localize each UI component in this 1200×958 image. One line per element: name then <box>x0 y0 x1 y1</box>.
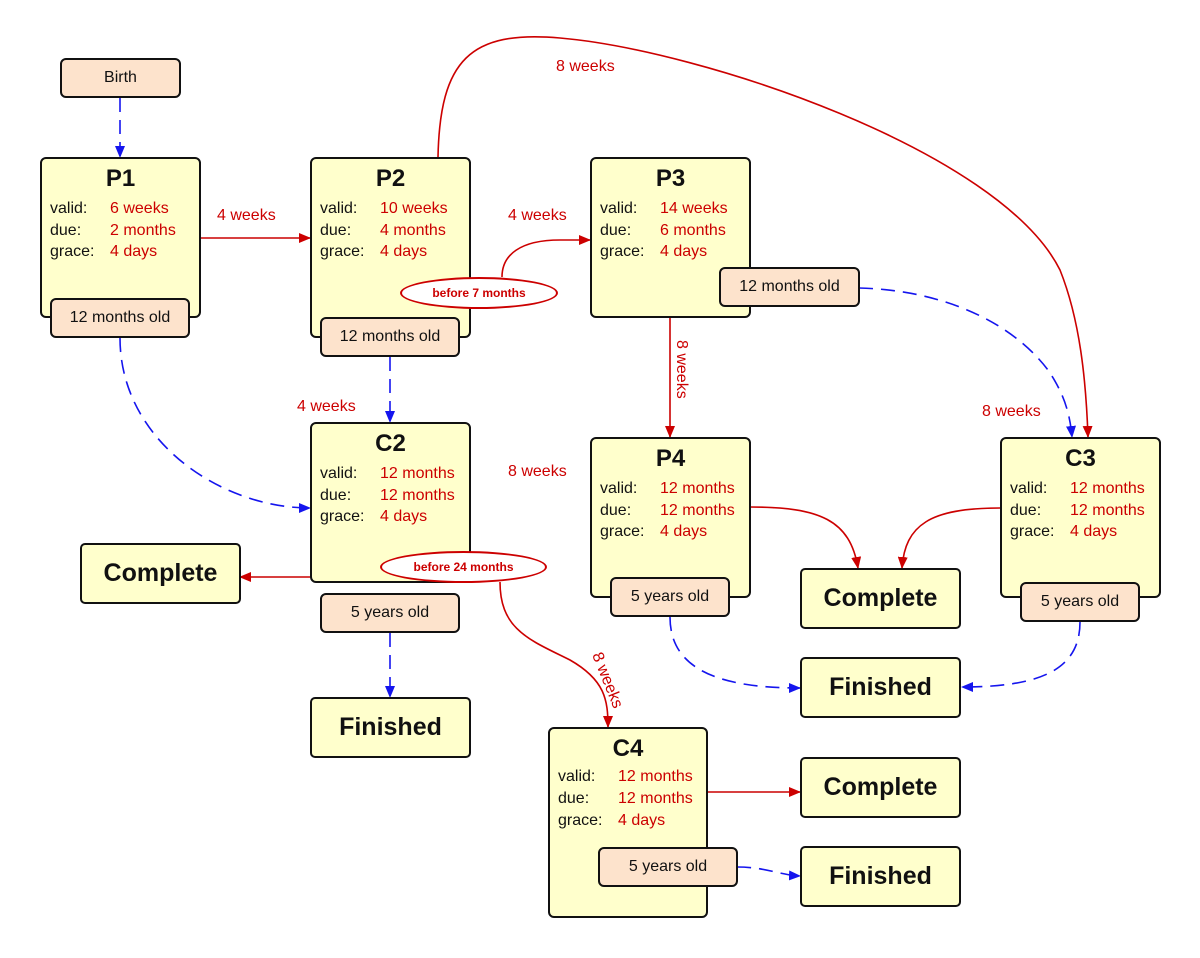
grace-value: 4 days <box>1070 523 1118 540</box>
grace-value: 4 days <box>380 508 428 525</box>
edge-c2-c4 <box>499 581 613 728</box>
grace-label: grace: <box>50 243 95 260</box>
edge-label-c2-p4: 8 weeks <box>508 463 567 480</box>
valid-value: 10 weeks <box>380 200 448 217</box>
valid-label: valid: <box>558 768 596 785</box>
c4-age-tag: 5 years old <box>598 847 738 887</box>
valid-value: 6 weeks <box>110 200 169 217</box>
complete-terminal-c4: Complete <box>800 757 961 818</box>
valid-value: 12 months <box>660 480 735 497</box>
edge-p4-complete <box>749 506 862 569</box>
edge-label-p3-c3: 8 weeks <box>982 403 1041 420</box>
edge-label-p2-c3: 8 weeks <box>556 58 615 75</box>
node-title: P1 <box>105 165 136 192</box>
p4-age-tag: 5 years old <box>610 577 730 617</box>
edge-p1-c2 <box>119 337 311 513</box>
grace-label: grace: <box>600 523 645 540</box>
node-title: C3 <box>1065 445 1096 472</box>
p2-condition: before 7 months <box>400 277 558 309</box>
node-title: P2 <box>375 165 406 192</box>
valid-label: valid: <box>50 200 88 217</box>
valid-value: 14 weeks <box>660 200 728 217</box>
due-label: due: <box>50 222 82 239</box>
finished-terminal-right: Finished <box>800 657 961 718</box>
grace-value: 4 days <box>380 243 428 260</box>
due-value: 12 months <box>380 487 455 504</box>
edge-c4-finished <box>736 866 801 881</box>
node-title: P3 <box>655 165 686 192</box>
c3-age-tag: 5 years old <box>1020 582 1140 622</box>
edge-p2-p3 <box>501 235 591 278</box>
grace-label: grace: <box>600 243 645 260</box>
due-value: 6 months <box>660 222 726 239</box>
edge-p2-c3 <box>437 36 1093 438</box>
due-value: 12 months <box>1070 502 1145 519</box>
grace-value: 4 days <box>110 243 158 260</box>
due-label: due: <box>600 502 632 519</box>
grace-label: grace: <box>1010 523 1055 540</box>
edge-label-p1-p2: 4 weeks <box>217 207 276 224</box>
node-title: P4 <box>655 445 686 472</box>
edge-p4-finished <box>669 616 801 693</box>
node-title: C4 <box>612 735 644 762</box>
due-value: 4 months <box>380 222 446 239</box>
edge-p3-c3 <box>858 287 1076 438</box>
due-value: 2 months <box>110 222 176 239</box>
edge-label-p2-p3: 4 weeks <box>508 207 567 224</box>
grace-value: 4 days <box>660 523 708 540</box>
grace-label: grace: <box>558 812 603 829</box>
birth-node: Birth <box>60 58 181 98</box>
grace-value: 4 days <box>660 243 708 260</box>
c2-age-tag: 5 years old <box>320 593 460 633</box>
node-c3: C3 valid: 12 months due: 12 months grace: 4… <box>1000 437 1161 598</box>
valid-label: valid: <box>320 465 358 482</box>
due-value: 12 months <box>660 502 735 519</box>
edge-label-p2-c2: 4 weeks <box>297 398 356 415</box>
grace-label: grace: <box>320 243 365 260</box>
due-label: due: <box>558 790 590 807</box>
valid-label: valid: <box>600 480 638 497</box>
c2-condition: before 24 months <box>380 551 547 583</box>
valid-label: valid: <box>320 200 358 217</box>
node-p1: P1 valid: 6 weeks due: 2 months grace: 4 da… <box>40 157 201 318</box>
complete-terminal-left: Complete <box>80 543 241 604</box>
edge-label-p3-p4: 8 weeks <box>673 340 690 399</box>
complete-terminal-right: Complete <box>800 568 961 629</box>
valid-label: valid: <box>600 200 638 217</box>
p2-age-tag: 12 months old <box>320 317 460 357</box>
edge-c3-complete <box>897 507 1001 569</box>
edge-c3-finished <box>961 621 1081 692</box>
valid-label: valid: <box>1010 480 1048 497</box>
due-label: due: <box>1010 502 1042 519</box>
node-title: C2 <box>375 430 406 457</box>
p1-age-tag: 12 months old <box>50 298 190 338</box>
finished-terminal-c2: Finished <box>310 697 471 758</box>
node-p2: P2 valid: 10 weeks due: 4 months grace: 4 d… <box>310 157 471 338</box>
grace-label: grace: <box>320 508 365 525</box>
due-label: due: <box>320 487 352 504</box>
valid-value: 12 months <box>380 465 455 482</box>
finished-terminal-c4: Finished <box>800 846 961 907</box>
p3-age-tag: 12 months old <box>719 267 860 307</box>
due-label: due: <box>320 222 352 239</box>
node-p4: P4 valid: 12 months due: 12 months grace: 4… <box>590 437 751 598</box>
due-label: due: <box>600 222 632 239</box>
due-value: 12 months <box>618 790 693 807</box>
valid-value: 12 months <box>1070 480 1145 497</box>
valid-value: 12 months <box>618 768 693 785</box>
grace-value: 4 days <box>618 812 666 829</box>
node-c4: C4 valid: 12 months due: 12 months grace: 4… <box>548 727 708 918</box>
